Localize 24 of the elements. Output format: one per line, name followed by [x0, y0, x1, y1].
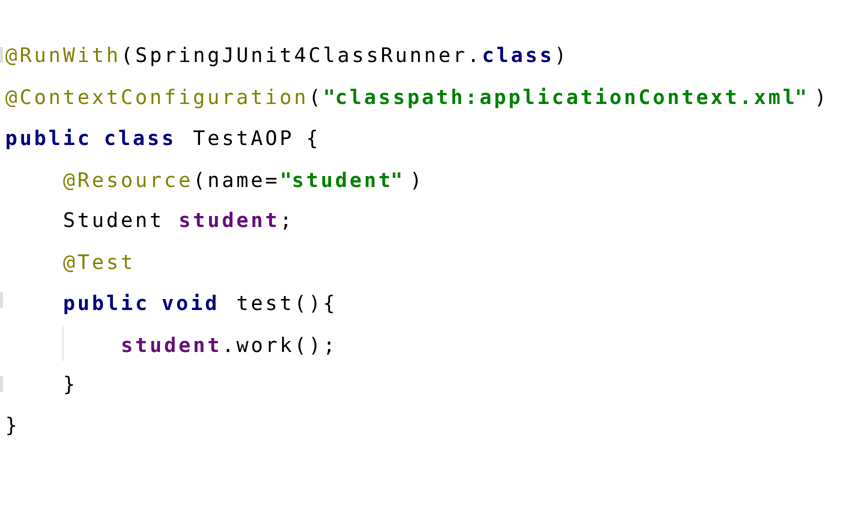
code-text: )	[818, 88, 822, 107]
code-text: student	[122, 336, 218, 352]
code-text: )	[558, 46, 562, 65]
code-text: class	[484, 46, 550, 62]
code-text: test(){	[238, 294, 333, 314]
code-text: (name=	[197, 172, 276, 190]
code-text: "student"	[282, 172, 400, 188]
code-text: @ContextConfiguration	[5, 88, 304, 108]
code-text: @Resource	[63, 172, 190, 190]
code-text: public void	[64, 294, 216, 314]
code-text: )	[413, 172, 418, 190]
code-text: @RunWith	[5, 46, 117, 66]
code-text: }	[7, 416, 16, 436]
code-text: ;	[284, 216, 288, 230]
code-text: student	[180, 212, 276, 228]
code-text: (SpringJUnit4ClassRunner.	[124, 46, 475, 66]
code-text: "classpath:applicationContext.xml"	[325, 88, 805, 108]
code-text: @Test	[63, 254, 131, 272]
code-text: TestAOP {	[193, 130, 316, 148]
code-text: public class	[6, 128, 172, 150]
code-text: }	[65, 376, 73, 394]
code-text: .work();	[226, 336, 330, 355]
code-text: Student	[64, 212, 160, 228]
code-text: (	[312, 88, 318, 107]
